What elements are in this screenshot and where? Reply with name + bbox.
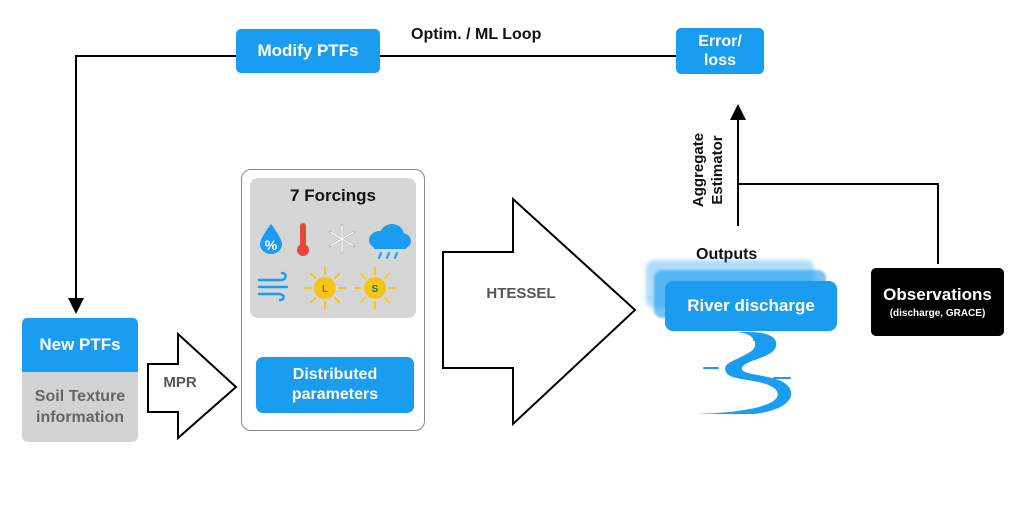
- sun-short-letter: S: [372, 284, 379, 295]
- rain-cloud-icon: [369, 224, 411, 259]
- error-label-line2: loss: [703, 52, 736, 69]
- htessel-label: HTESSEL: [486, 285, 556, 302]
- wind-icon: [257, 271, 289, 302]
- modify-ptfs-label: Modify PTFs: [257, 41, 359, 60]
- distributed-line2: parameters: [291, 386, 379, 403]
- sun-long-icon: L: [304, 267, 346, 309]
- distributed-parameters-box: Distributed parameters: [256, 357, 414, 413]
- loop-line-left: [68, 55, 236, 314]
- forcings-title: 7 Forcings: [290, 186, 376, 205]
- humidity-symbol: %: [265, 237, 278, 253]
- mpr-label: MPR: [163, 374, 197, 391]
- river-discharge-box: River discharge: [665, 281, 837, 331]
- error-loss-box: Error/ loss: [676, 28, 764, 74]
- outputs-title: Outputs: [696, 246, 758, 263]
- observations-title: Observations: [883, 285, 992, 304]
- error-label-line1: Error/: [698, 33, 742, 50]
- aggregate-estimator-label: Aggregate Estimator: [689, 110, 729, 230]
- sun-short-icon: S: [354, 267, 396, 309]
- humidity-drop-icon: %: [260, 224, 282, 254]
- soil-label-line1: Soil Texture: [34, 388, 126, 405]
- thermometer-icon: [297, 223, 309, 256]
- snowflake-icon: [328, 223, 356, 255]
- river-icon: [696, 332, 792, 414]
- new-ptfs-box: New PTFs: [22, 318, 138, 372]
- river-discharge-label: River discharge: [687, 296, 815, 315]
- aggregate-line2: Estimator: [709, 135, 726, 205]
- soil-texture-box: Soil Texture information: [22, 372, 138, 442]
- htessel-arrow: [442, 196, 637, 427]
- new-ptfs-label: New PTFs: [39, 335, 121, 354]
- observations-box: Observations (discharge, GRACE): [871, 268, 1004, 336]
- sun-long-letter: L: [322, 284, 328, 295]
- loop-label: Optim. / ML Loop: [411, 26, 542, 43]
- aggregate-line1: Aggregate: [690, 132, 707, 208]
- soil-label-line2: information: [36, 409, 124, 426]
- observations-connector: [738, 183, 939, 264]
- distributed-line1: Distributed: [292, 366, 378, 383]
- modify-ptfs-box: Modify PTFs: [236, 29, 380, 73]
- observations-subtitle: (discharge, GRACE): [889, 308, 986, 319]
- mpr-arrow: [147, 332, 238, 441]
